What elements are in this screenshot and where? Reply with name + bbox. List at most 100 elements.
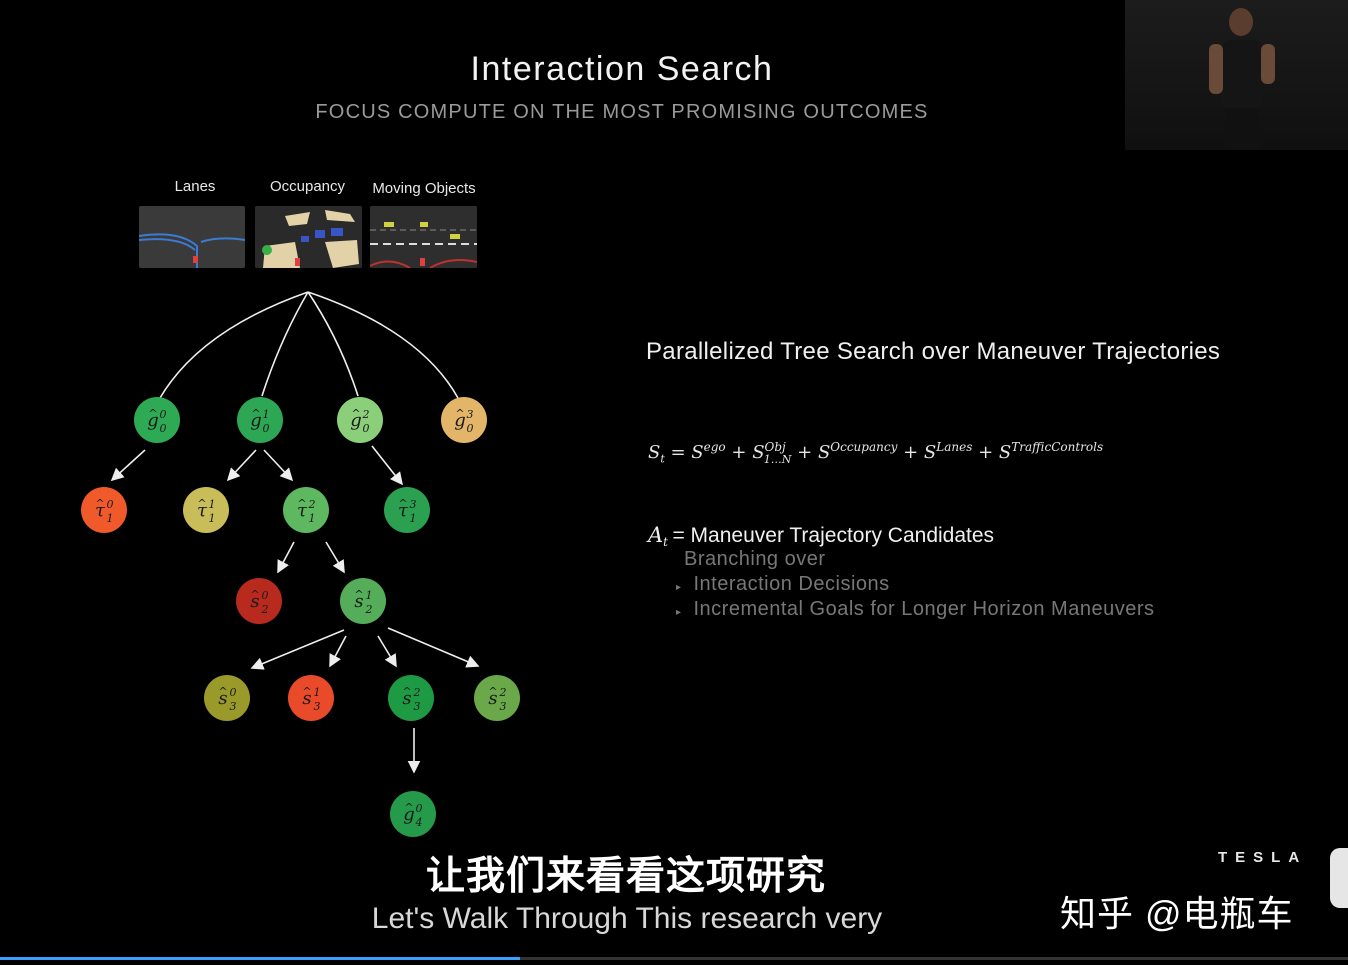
zhihu-watermark: 知乎 @电瓶车	[1060, 893, 1294, 934]
tree-node-circle	[340, 578, 386, 624]
tree-node-g4_0: g^04	[390, 791, 436, 837]
tree-node-hat: ^	[354, 588, 363, 601]
tree-node-hat: ^	[302, 685, 311, 698]
tree-node-hat: ^	[402, 685, 411, 698]
formula-term-sup: Lanes	[936, 440, 973, 454]
tree-node-hat: ^	[404, 801, 413, 814]
tree-node-sub: 0	[160, 422, 167, 435]
tree-node-hat: ^	[455, 407, 464, 420]
tree-node-letter: s	[250, 591, 259, 612]
tree-node-s2_0: s^02	[236, 578, 282, 624]
tree-node-hat: ^	[488, 685, 497, 698]
tree-node-hat: ^	[197, 497, 206, 510]
slide-subtitle: FOCUS COMPUTE ON THE MOST PROMISING OUTC…	[315, 101, 929, 123]
state-formula: St = Sego + SObj1…N + SOccupancy + SLane…	[648, 440, 1103, 466]
tree-node-sup: 1	[314, 686, 321, 699]
tree-node-sub: 2	[365, 603, 373, 616]
tree-node-g0_2: g^20	[337, 397, 383, 443]
tree-node-s3_3: s^23	[474, 675, 520, 721]
tree-node-circle	[474, 675, 520, 721]
tree-node-hat: ^	[251, 407, 260, 420]
tree-node-sub: 1	[410, 512, 417, 525]
formula-equals: =	[664, 442, 692, 463]
bullet-marker-icon: ▸	[676, 607, 682, 618]
tree-node-sub: 1	[209, 512, 216, 525]
action-var: A	[648, 523, 664, 547]
tree-node-s3_1: s^13	[288, 675, 334, 721]
tree-node-circle	[183, 487, 229, 533]
tree-node-circle	[390, 791, 436, 837]
lanes-label: Lanes	[174, 178, 216, 195]
formula-term-sup: Occupancy	[830, 440, 898, 454]
tree-search-heading: Parallelized Tree Search over Maneuver T…	[646, 338, 1221, 365]
tree-node-hat: ^	[250, 588, 259, 601]
formula-plus: +	[897, 442, 924, 463]
tree-node-sup: 0	[230, 686, 237, 699]
side-panel-toggle-button[interactable]	[1330, 848, 1348, 908]
tree-node-circle	[388, 675, 434, 721]
tree-node-sup: 0	[416, 802, 423, 815]
tree-node-circle	[236, 578, 282, 624]
tree-node-sup: 0	[107, 498, 114, 511]
formula-term-sup: TrafficControls	[1011, 440, 1104, 454]
tree-node-circle	[237, 397, 283, 443]
video-progress-fill	[0, 957, 521, 960]
bullet-marker-icon: ▸	[676, 582, 682, 593]
tree-node-hat: ^	[218, 685, 227, 698]
tree-node-circle	[204, 675, 250, 721]
tree-node-circle	[283, 487, 329, 533]
tree-node-s2_1: s^12	[340, 578, 386, 624]
tree-node-sub: 2	[261, 603, 269, 616]
tree-node-sup: 1	[366, 589, 373, 602]
tree-node-sup: 0	[262, 589, 269, 602]
tree-node-sub: 1	[107, 512, 114, 525]
tree-node-letter: s	[402, 688, 411, 709]
tree-node-sub: 0	[263, 422, 270, 435]
tree-node-letter: τ	[398, 500, 409, 521]
tree-node-sup: 2	[499, 686, 507, 699]
tree-node-t1_0: τ^01	[81, 487, 127, 533]
tree-node-t1_2: τ^21	[283, 487, 329, 533]
tree-node-hat: ^	[351, 407, 360, 420]
moving-objects-label: Moving Objects	[372, 180, 476, 197]
tree-node-sup: 1	[209, 498, 216, 511]
tree-node-circle	[81, 487, 127, 533]
tree-node-letter: g	[250, 410, 262, 431]
lanes-thumbnail	[139, 206, 245, 268]
tree-node-g0_1: g^10	[237, 397, 283, 443]
bullet-item-0: ▸ Interaction Decisions	[676, 573, 890, 596]
formula-term-sup: ego	[703, 440, 726, 454]
video-progress-track[interactable]	[0, 957, 1348, 960]
tree-node-letter: s	[218, 688, 227, 709]
tree-node-g0_3: g^30	[441, 397, 487, 443]
tree-node-letter: τ	[297, 500, 308, 521]
formula-plus: +	[791, 442, 818, 463]
english-subtitle: Let's Walk Through This research very	[371, 902, 883, 935]
formula-term: S	[998, 442, 1012, 463]
tree-node-letter: g	[403, 804, 415, 825]
tree-node-letter: g	[350, 410, 362, 431]
tree-node-sup: 3	[410, 498, 417, 511]
tree-node-letter: τ	[197, 500, 208, 521]
tree-node-g0_0: g^00	[134, 397, 180, 443]
tree-node-letter: s	[354, 591, 363, 612]
action-var-sub: t	[663, 535, 668, 550]
tree-node-sub: 0	[467, 422, 474, 435]
tree-node-circle	[337, 397, 383, 443]
action-text: = Maneuver Trajectory Candidates	[672, 524, 995, 547]
tree-node-sup: 0	[160, 408, 167, 421]
tree-node-hat: ^	[95, 497, 104, 510]
formula-term-sup: Obj	[764, 440, 786, 454]
formula-term: S	[923, 442, 937, 463]
tree-node-s3_0: s^03	[204, 675, 250, 721]
bullet-text-1: Incremental Goals for Longer Horizon Man…	[693, 598, 1155, 620]
formula-term: S	[691, 442, 704, 463]
tree-node-sub: 3	[414, 700, 421, 713]
tree-node-letter: s	[488, 688, 497, 709]
tree-node-letter: τ	[95, 500, 106, 521]
tree-node-s3_2: s^23	[388, 675, 434, 721]
tree-node-sup: 2	[308, 498, 316, 511]
branching-label: Branching over	[684, 548, 826, 570]
tree-node-hat: ^	[148, 407, 157, 420]
